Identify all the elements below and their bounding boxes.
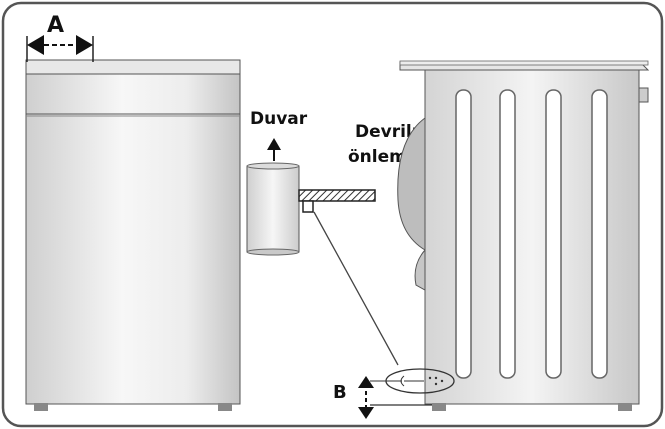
machine-foot <box>432 403 446 411</box>
double-arrow-horizontal-icon <box>27 35 93 55</box>
wall-block <box>246 162 300 256</box>
side-rib <box>455 89 472 379</box>
washing-machine-front-view <box>25 59 241 411</box>
anti-tip-bracket <box>298 189 399 366</box>
knob-icon <box>638 87 649 103</box>
dimension-a-marker: A <box>26 13 94 62</box>
machine-foot <box>34 403 48 411</box>
dimension-a-label: A <box>47 13 64 38</box>
bracket-slot-detail <box>370 368 455 406</box>
washing-machine-side-view <box>397 60 650 411</box>
wall-label: Duvar <box>250 109 308 129</box>
side-rib <box>591 89 608 379</box>
double-arrow-vertical-icon <box>358 376 374 419</box>
side-rib <box>545 89 562 379</box>
arrow-up-icon <box>267 138 281 161</box>
machine-foot <box>218 403 232 411</box>
machine-foot <box>618 403 632 411</box>
side-rib <box>499 89 516 379</box>
dimension-b-label: B <box>333 382 347 403</box>
